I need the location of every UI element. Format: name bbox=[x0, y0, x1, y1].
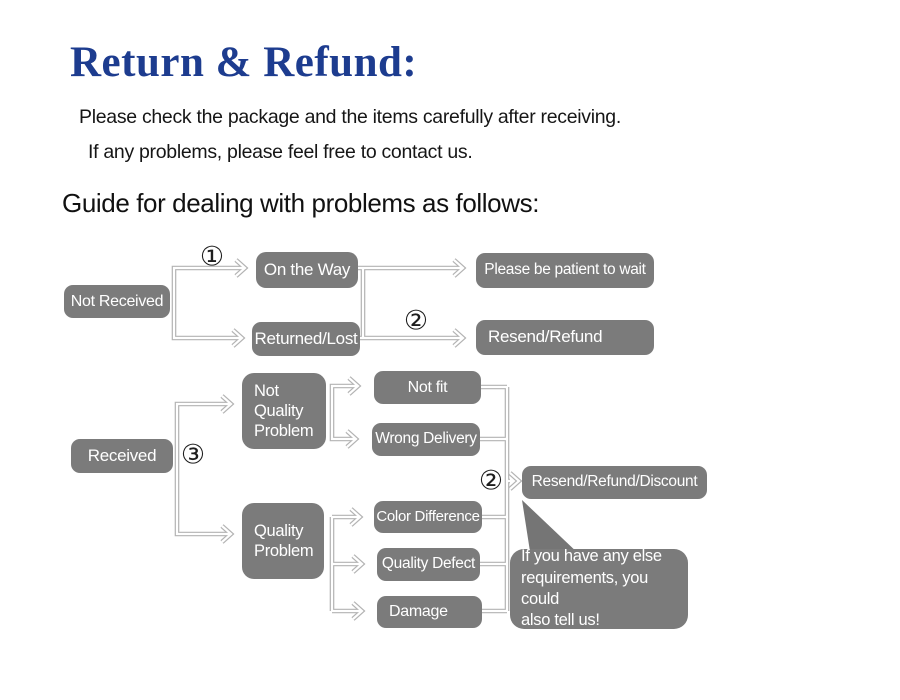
node-not-quality-problem: Not Quality Problem bbox=[242, 373, 326, 449]
node-damage: Damage bbox=[377, 596, 482, 628]
node-color-difference: Color Difference bbox=[374, 501, 482, 533]
node-on-the-way: On the Way bbox=[256, 252, 358, 288]
node-quality-defect: Quality Defect bbox=[377, 548, 480, 581]
intro-line-2: If any problems, please feel free to con… bbox=[88, 141, 473, 163]
page-title: Return & Refund: bbox=[70, 39, 418, 86]
node-resend-refund-discount: Resend/Refund/Discount bbox=[522, 466, 707, 499]
callout-bubble: If you have any else requirements, you c… bbox=[510, 547, 688, 629]
node-wrong-delivery: Wrong Delivery bbox=[372, 423, 480, 456]
intro-line-1: Please check the package and the items c… bbox=[79, 106, 621, 128]
node-please-be-patient: Please be patient to wait bbox=[476, 253, 654, 288]
callout-tail bbox=[522, 500, 581, 558]
step-marker-3: ③ bbox=[180, 439, 206, 471]
step-marker-2-bottom: ② bbox=[478, 465, 504, 497]
step-marker-2-top: ② bbox=[403, 305, 429, 337]
node-quality-problem: Quality Problem bbox=[242, 503, 324, 579]
node-resend-refund: Resend/Refund bbox=[476, 320, 654, 355]
node-not-received: Not Received bbox=[64, 285, 170, 318]
guide-heading: Guide for dealing with problems as follo… bbox=[62, 188, 540, 218]
node-returned-lost: Returned/Lost bbox=[252, 322, 360, 356]
node-not-fit: Not fit bbox=[374, 371, 481, 404]
step-marker-1: ① bbox=[199, 241, 225, 273]
connectors-core bbox=[172, 259, 521, 620]
node-received: Received bbox=[71, 439, 173, 473]
